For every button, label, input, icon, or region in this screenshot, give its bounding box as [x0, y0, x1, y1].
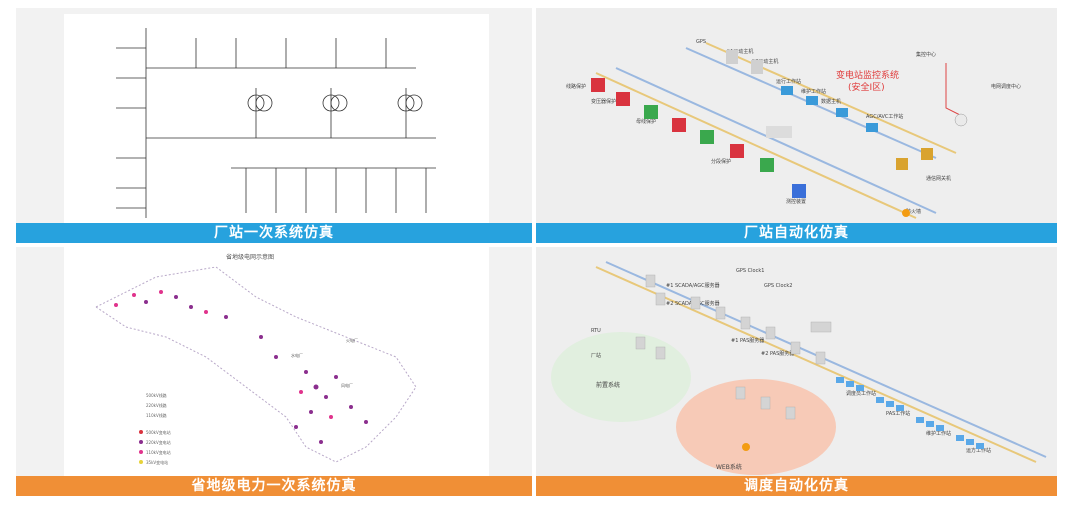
legend-220kv: 220kV变电站	[146, 439, 171, 445]
legend-line3: 110kV线路	[146, 412, 167, 418]
panel-primary-system[interactable]: 厂站一次系统仿真	[16, 8, 532, 243]
station-system-title: 变电站监控系统	[836, 69, 899, 81]
panel-dispatch-automation[interactable]: 前置系统 WEB系统 GPS Clock1 GPS Clock2 #1 SCAD…	[536, 247, 1057, 496]
station-system-subtitle: (安全I区)	[848, 81, 885, 93]
label-web-system: WEB系统	[716, 463, 742, 471]
map-plant1: 火电厂	[346, 337, 358, 343]
map-plant2: 水电厂	[291, 352, 303, 358]
label-ctrl: 测控装置	[786, 198, 806, 205]
label-front-system: 前置系统	[596, 381, 620, 389]
provincial-grid-map: 省地级电网示意图 火电厂 水电厂 风电厂 500kV线路 220kV线路 110…	[16, 247, 532, 476]
label-data: 数据主机	[821, 98, 841, 105]
label-rtu: RTU	[591, 328, 601, 334]
legend-500kv: 500kV变电站	[146, 429, 171, 435]
map-title: 省地级电网示意图	[226, 253, 274, 261]
label-plant: 厂站	[591, 352, 601, 359]
label-gps: GPS	[696, 39, 706, 45]
legend-line2: 220kV线路	[146, 402, 167, 408]
label-gps2: GPS Clock2	[764, 283, 792, 289]
label-agc: AGC/AVC工作站	[866, 113, 903, 120]
caption-dispatch-automation: 调度自动化仿真	[536, 476, 1057, 496]
caption-station-automation: 厂站自动化仿真	[536, 223, 1057, 243]
panel-provincial-grid[interactable]: 省地级电网示意图 火电厂 水电厂 风电厂 500kV线路 220kV线路 110…	[16, 247, 532, 496]
label-comm: 通信网关机	[926, 175, 951, 182]
label-dispatch: 电网调度中心	[991, 83, 1021, 90]
legend-110kv: 110kV变电站	[146, 449, 171, 455]
label-scada1: #1 SCADA/AGC服务器	[666, 282, 720, 289]
label-maint: 维护工作站	[801, 88, 826, 95]
label-ws1: 调度员工作站	[846, 390, 876, 397]
label-main2: #2远动主机	[751, 58, 778, 65]
label-main1: #1远动主机	[726, 48, 753, 55]
label-ws4: 运方工作站	[966, 447, 991, 454]
label-ws2: PAS工作站	[886, 410, 910, 417]
label-line: 线路保护	[566, 83, 586, 90]
caption-provincial-grid: 省地级电力一次系统仿真	[16, 476, 532, 496]
label-fire: 防火墙	[906, 208, 921, 215]
legend-35kv: 35kV变电站	[146, 459, 168, 465]
label-center: 集控中心	[916, 51, 936, 58]
label-pas1: #1 PAS服务器	[731, 337, 764, 344]
label-ops: 运行工作站	[776, 78, 801, 85]
caption-primary-system: 厂站一次系统仿真	[16, 223, 532, 243]
automation-network-diagram: 变电站监控系统 (安全I区) GPS #1远动主机 #2远动主机 运行工作站 维…	[536, 8, 1057, 223]
dispatch-network-diagram: 前置系统 WEB系统 GPS Clock1 GPS Clock2 #1 SCAD…	[536, 247, 1057, 476]
label-sw: 分段保护	[711, 158, 731, 165]
label-ws3: 维护工作站	[926, 430, 951, 437]
label-pas2: #2 PAS服务器	[761, 350, 794, 357]
legend-line1: 500kV线路	[146, 392, 167, 398]
label-bus: 母线保护	[636, 118, 656, 125]
map-plant3: 风电厂	[341, 382, 353, 388]
panel-station-automation[interactable]: 变电站监控系统 (安全I区) GPS #1远动主机 #2远动主机 运行工作站 维…	[536, 8, 1057, 243]
label-gps1: GPS Clock1	[736, 268, 764, 274]
single-line-diagram	[16, 8, 532, 223]
label-trans: 变压器保护	[591, 98, 616, 105]
